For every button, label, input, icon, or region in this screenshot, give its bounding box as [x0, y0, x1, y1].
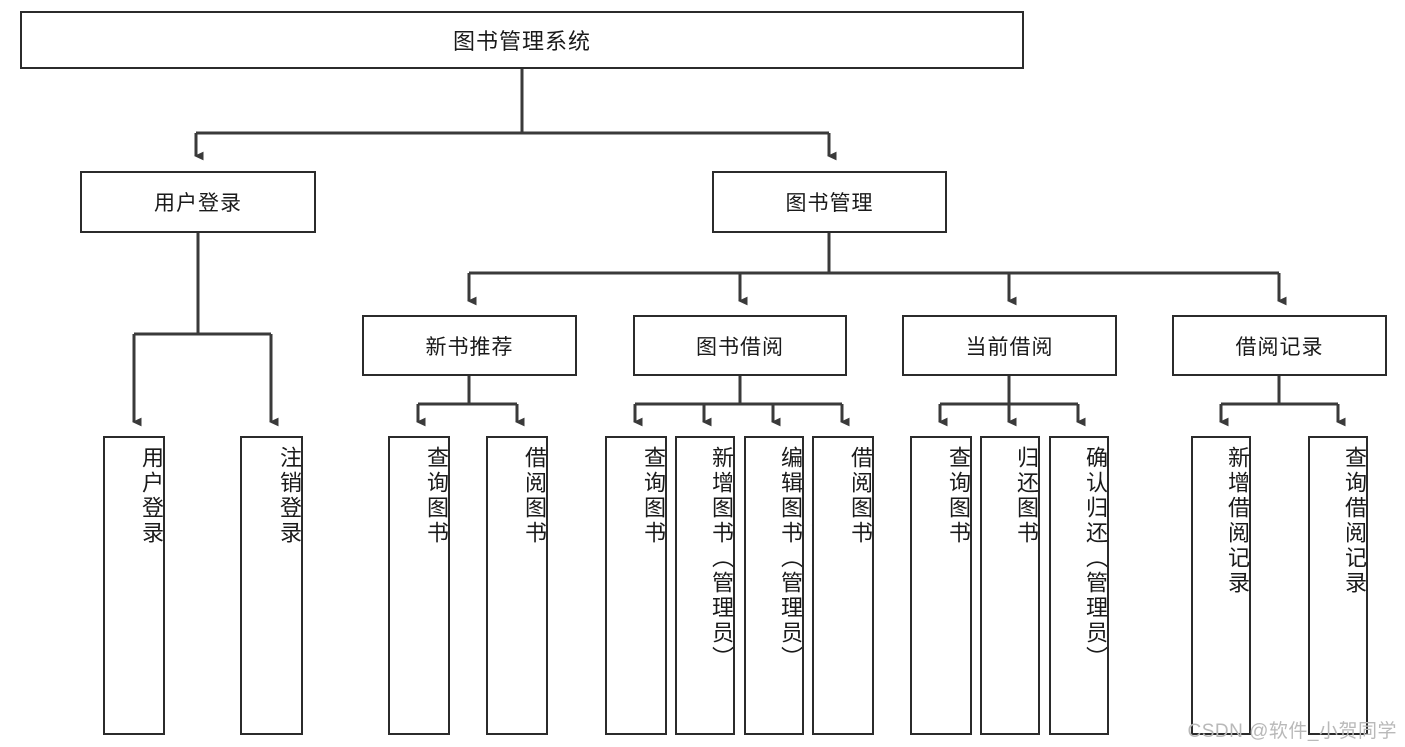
node-root[interactable]: 图书管理系统 — [20, 11, 1024, 69]
leaf-user-login-label: 用户登录 — [139, 446, 164, 546]
node-book-management-label: 图书管理 — [785, 192, 874, 215]
leaf-add-book-admin-label: 新增图书（管理员） — [709, 446, 734, 671]
leaf-return-book[interactable]: 归还图书 — [980, 436, 1040, 735]
leaf-query-borrow-record[interactable]: 查询借阅记录 — [1308, 436, 1368, 735]
leaf-add-borrow-record[interactable]: 新增借阅记录 — [1191, 436, 1251, 735]
node-new-book-recommend[interactable]: 新书推荐 — [362, 315, 577, 376]
node-current-borrow[interactable]: 当前借阅 — [902, 315, 1117, 376]
leaf-query-book-newbook-label: 查询图书 — [424, 446, 449, 546]
leaf-add-borrow-record-label: 新增借阅记录 — [1225, 446, 1250, 596]
leaf-query-borrow-record-label: 查询借阅记录 — [1342, 446, 1367, 596]
node-book-borrow-label: 图书借阅 — [696, 335, 784, 359]
leaf-confirm-return-admin-label: 确认归还（管理员） — [1083, 446, 1108, 671]
node-user-login-label: 用户登录 — [154, 192, 242, 215]
leaf-edit-book-admin[interactable]: 编辑图书（管理员） — [744, 436, 804, 735]
leaf-query-book-newbook[interactable]: 查询图书 — [388, 436, 450, 735]
leaf-confirm-return-admin[interactable]: 确认归还（管理员） — [1049, 436, 1109, 735]
node-user-login[interactable]: 用户登录 — [80, 171, 316, 233]
node-book-borrow[interactable]: 图书借阅 — [633, 315, 847, 376]
leaf-logout-label: 注销登录 — [277, 446, 302, 546]
leaf-logout[interactable]: 注销登录 — [240, 436, 303, 735]
node-borrow-record[interactable]: 借阅记录 — [1172, 315, 1387, 376]
leaf-query-book-borrow-label: 查询图书 — [641, 446, 666, 546]
leaf-user-login[interactable]: 用户登录 — [103, 436, 165, 735]
leaf-borrow-book-newbook-label: 借阅图书 — [522, 446, 547, 546]
leaf-borrow-book-borrow[interactable]: 借阅图书 — [812, 436, 874, 735]
node-borrow-record-label: 借阅记录 — [1235, 335, 1324, 359]
node-root-label: 图书管理系统 — [452, 29, 591, 54]
leaf-borrow-book-borrow-label: 借阅图书 — [848, 446, 873, 546]
leaf-borrow-book-newbook[interactable]: 借阅图书 — [486, 436, 548, 735]
leaf-query-book-borrow[interactable]: 查询图书 — [605, 436, 667, 735]
leaf-edit-book-admin-label: 编辑图书（管理员） — [778, 446, 803, 671]
watermark-text: CSDN @软件_小贺同学 — [1187, 721, 1397, 742]
node-current-borrow-label: 当前借阅 — [965, 335, 1054, 359]
leaf-add-book-admin[interactable]: 新增图书（管理员） — [675, 436, 735, 735]
node-new-book-recommend-label: 新书推荐 — [425, 335, 514, 359]
leaf-query-book-current-label: 查询图书 — [946, 446, 971, 546]
node-book-management[interactable]: 图书管理 — [712, 171, 947, 233]
leaf-return-book-label: 归还图书 — [1014, 446, 1039, 546]
leaf-query-book-current[interactable]: 查询图书 — [910, 436, 972, 735]
